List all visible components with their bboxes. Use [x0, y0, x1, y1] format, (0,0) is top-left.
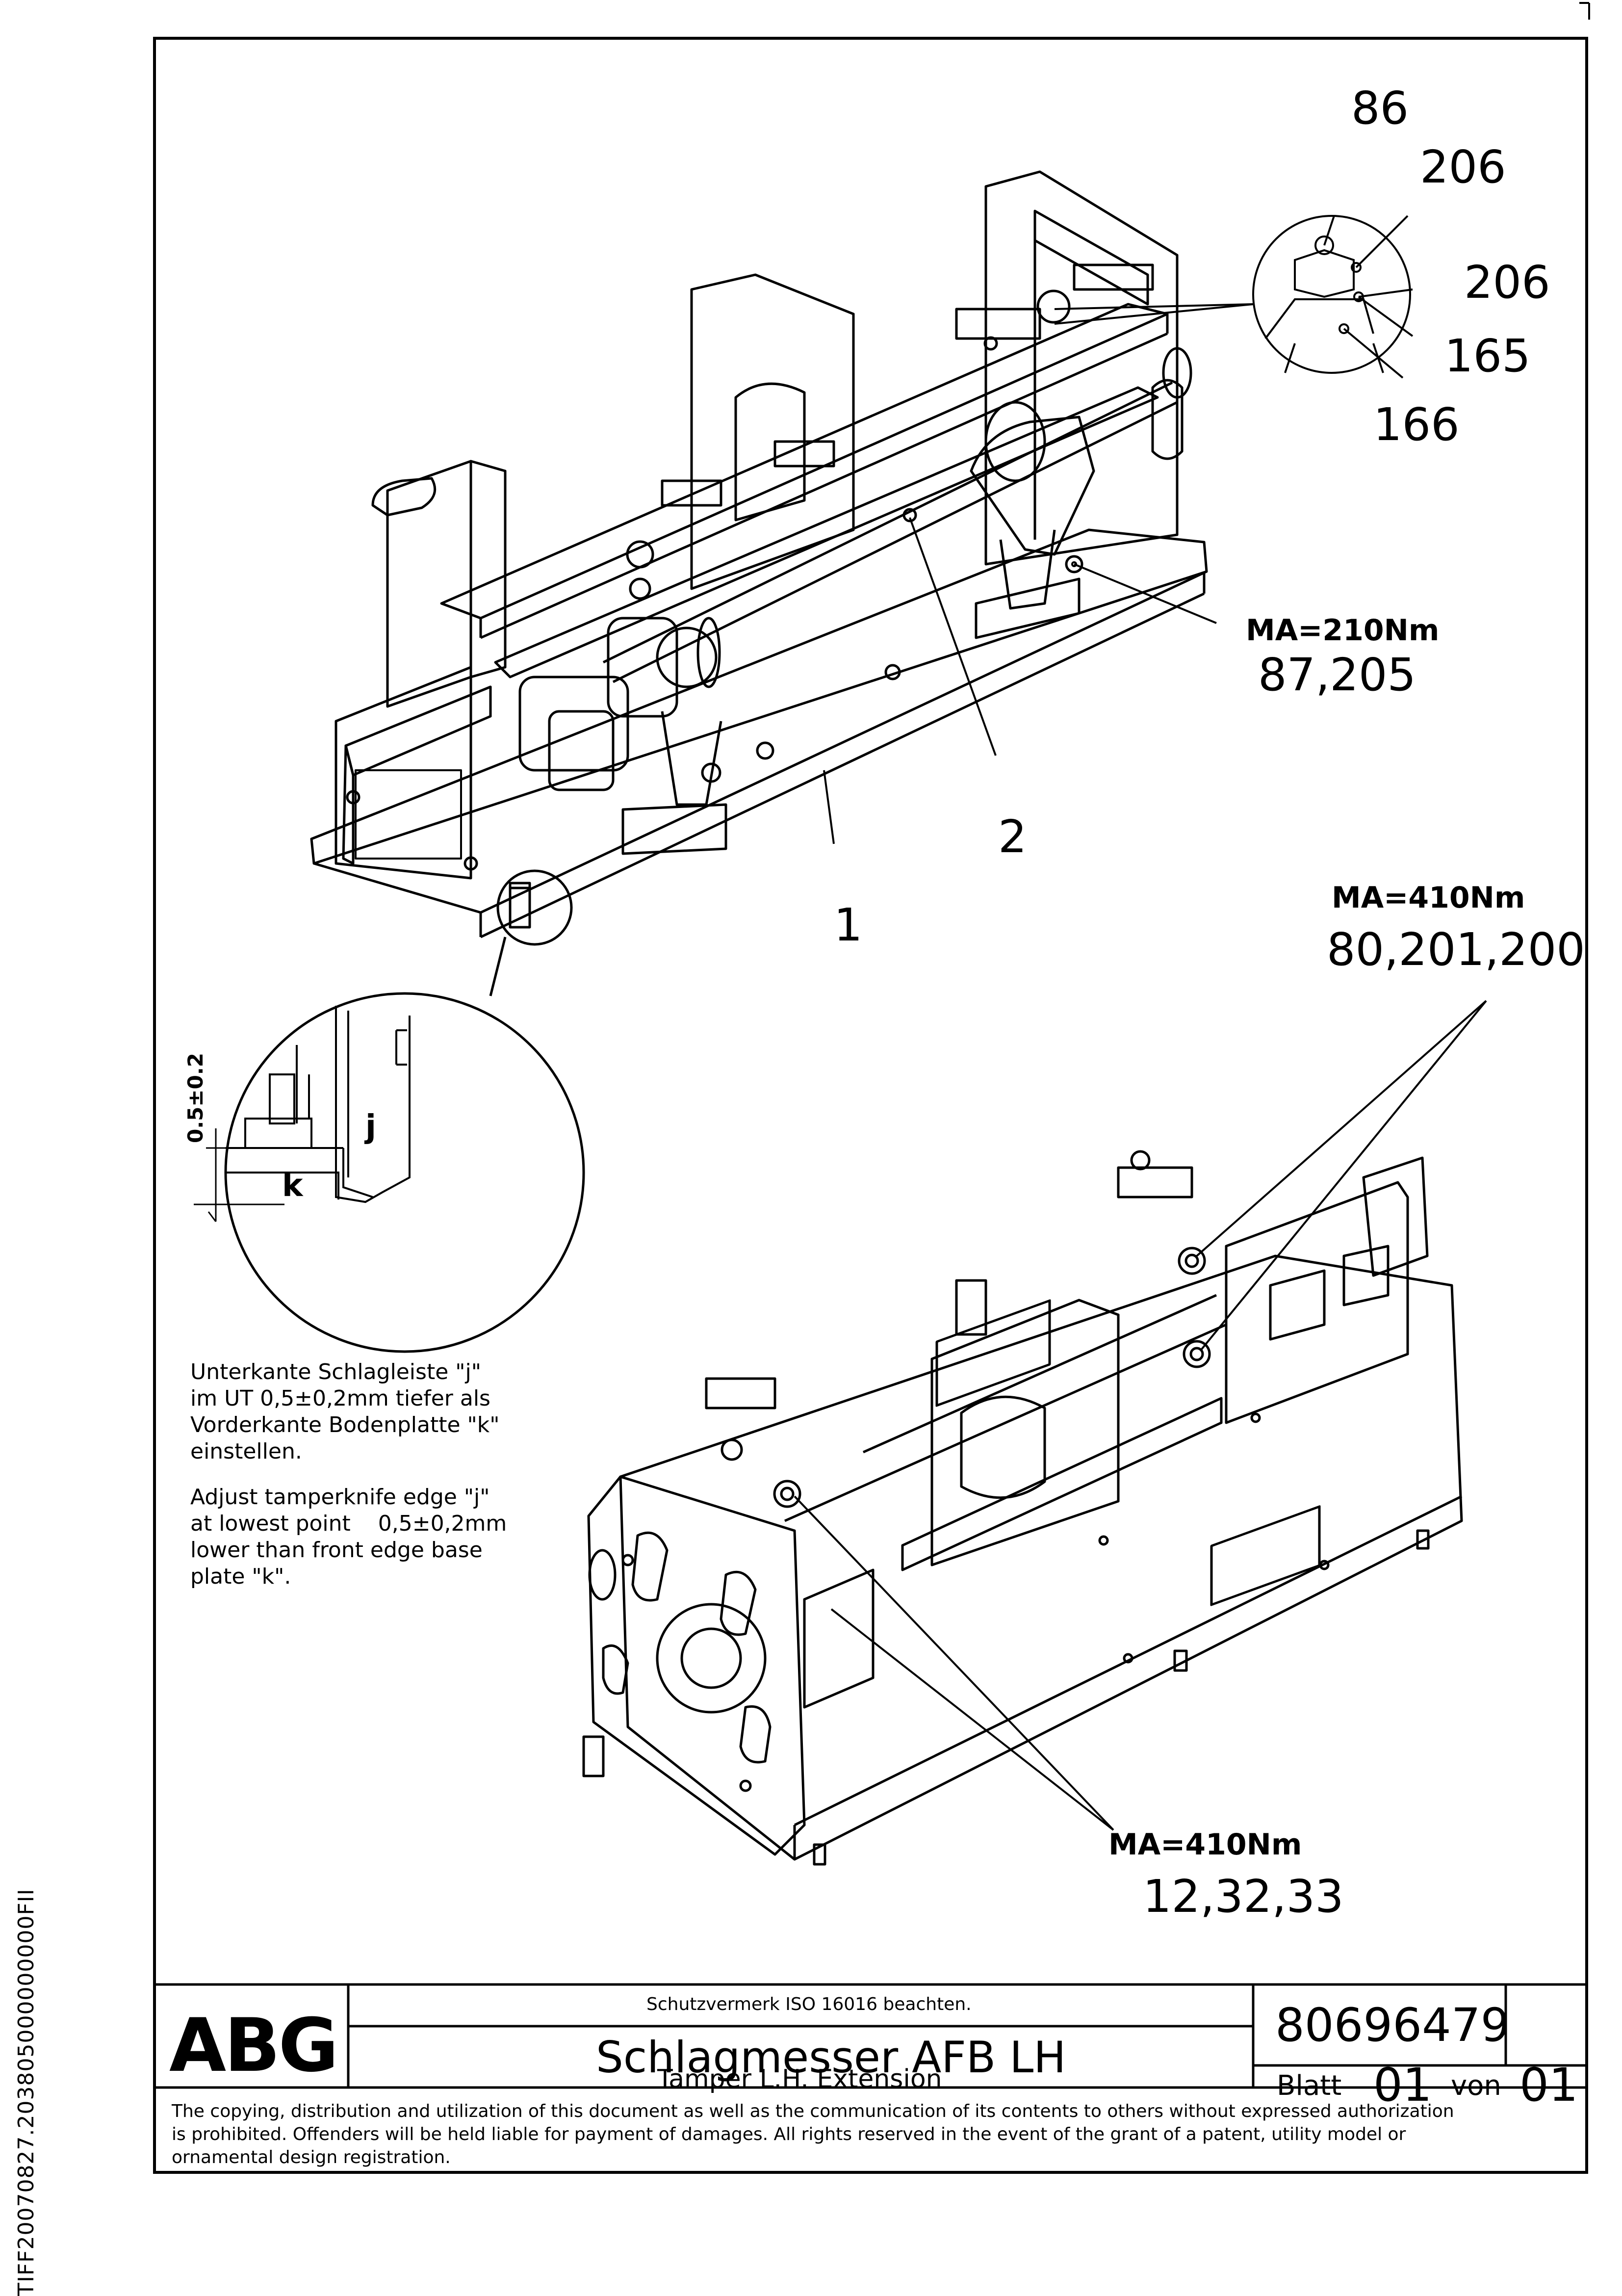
upper-assembly [310, 170, 1208, 939]
callout-206-lower: 206 [1464, 256, 1550, 309]
detail-leaders-upper [823, 215, 1414, 844]
of-label: von [1451, 2070, 1501, 2102]
copyright-notice: The copying, distribution and utilizatio… [172, 2101, 1454, 2167]
callout-2: 2 [998, 810, 1027, 863]
callout-1: 1 [834, 899, 863, 951]
lower-assembly [582, 1150, 1463, 1866]
note-english: Adjust tamperknife edge "j" at lowest po… [190, 1485, 507, 1589]
sheet-label: Blatt [1277, 2070, 1342, 2102]
callout-87-205: 87,205 [1258, 649, 1416, 701]
torque-spec-2: MA=410Nm [1332, 881, 1525, 915]
callout-12-32-33: 12,32,33 [1143, 1870, 1344, 1923]
total-sheets: 01 [1519, 2059, 1578, 2112]
title-english: Tamper L.H. Extension [657, 2064, 942, 2094]
drawing-frame [153, 37, 1588, 2174]
callout-86: 86 [1351, 82, 1409, 134]
torque-spec-1: MA=210Nm [1246, 613, 1440, 648]
abg-logo: ABG [169, 2003, 339, 2088]
title-german: Schlagmesser AFB LH [596, 2032, 1066, 2083]
label-k: k [282, 1168, 303, 1204]
side-identifier: TIFF20070827.203805000000000FII [14, 1888, 39, 2296]
dimension-label: 0.5±0.2 [183, 1053, 207, 1143]
protection-note: Schutzvermerk ISO 16016 beachten. [646, 1994, 972, 2014]
callout-80-201-200: 80,201,200 [1327, 923, 1585, 976]
drawing-number: 80696479 [1275, 1999, 1510, 2052]
detail-leaders-lower [794, 1000, 1487, 1831]
callout-165: 165 [1444, 330, 1531, 382]
detail-circle-top [1252, 215, 1411, 374]
sheet-number: 01 [1373, 2059, 1432, 2112]
detail-circle-magnified [194, 869, 585, 1353]
torque-spec-3: MA=410Nm [1108, 1827, 1302, 1862]
note-german: Unterkante Schlagleiste "j" im UT 0,5±0,… [190, 1359, 500, 1464]
label-j: j [365, 1109, 376, 1145]
callout-166: 166 [1373, 398, 1460, 451]
callout-206-upper: 206 [1420, 141, 1506, 193]
